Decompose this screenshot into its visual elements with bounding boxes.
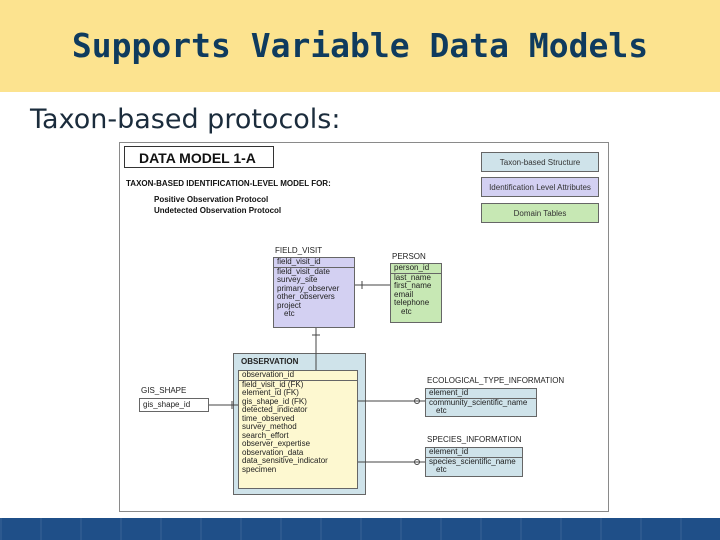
observation-name: OBSERVATION: [241, 357, 299, 366]
person-attr: first_name: [394, 281, 432, 290]
field-visit-attr: other_observers: [277, 292, 335, 301]
rel-observation-ecological-circle: [414, 398, 420, 404]
observation-attr: element_id (FK): [242, 388, 299, 397]
observation-table: observation_id field_visit_id (FK) eleme…: [238, 370, 358, 489]
observation-attr: specimen: [242, 464, 277, 474]
field-visit-attr: etc: [284, 309, 295, 318]
observation-attr: detected_indicator: [242, 405, 308, 414]
person-attr: telephone: [394, 298, 430, 307]
title-bar: [0, 0, 720, 92]
observation-attr: survey_method: [242, 422, 297, 431]
data-model-diagram: DATA MODEL 1-A TAXON-BASED IDENTIFICATIO…: [119, 142, 609, 512]
gis-shape-name: GIS_SHAPE: [141, 386, 187, 395]
species-attr: etc: [436, 465, 447, 474]
person-key: person_id: [391, 263, 441, 274]
field-visit-attr: survey_site: [277, 275, 318, 284]
protocol-undetected: Undetected Observation Protocol: [154, 206, 282, 215]
slide-title: Supports Variable Data Models: [71, 26, 649, 65]
legend-domain-tables: Domain Tables: [481, 203, 599, 223]
model-for-text: TAXON-BASED IDENTIFICATION-LEVEL MODEL F…: [126, 179, 331, 188]
observation-attr: search_effort: [242, 430, 289, 440]
field-visit-name: FIELD_VISIT: [275, 246, 323, 255]
person-table: person_id last_name first_name email tel…: [390, 263, 442, 323]
species-key: element_id: [426, 447, 522, 458]
observation-key: observation_id: [239, 370, 357, 381]
legend-identification-attributes: Identification Level Attributes: [481, 177, 599, 197]
footer-bar: [0, 518, 720, 540]
species-attr: species_scientific_name: [429, 456, 516, 466]
field-visit-table: field_visit_id field_visit_date survey_s…: [273, 257, 355, 328]
person-name: PERSON: [392, 252, 426, 261]
species-table: element_id species_scientific_name etc: [425, 447, 523, 477]
ecological-attr: community_scientific_name: [429, 397, 528, 407]
model-title: DATA MODEL 1-A: [124, 146, 274, 168]
protocol-positive: Positive Observation Protocol: [154, 195, 269, 204]
ecological-name: ECOLOGICAL_TYPE_INFORMATION: [427, 376, 565, 385]
gis-shape-key: gis_shape_id: [143, 400, 191, 409]
field-visit-key: field_visit_id: [274, 257, 354, 268]
observation-attr: data_sensitive_indicator: [242, 456, 328, 465]
observation-attr: observer_expertise: [242, 439, 311, 448]
field-visit-attr: project: [277, 300, 302, 310]
gis-shape-table: gis_shape_id: [139, 398, 209, 412]
field-visit-attr: primary_observer: [277, 283, 340, 293]
legend-taxon-structure: Taxon-based Structure: [481, 152, 599, 172]
observation-attr: time_observed: [242, 413, 295, 423]
slide-subtitle: Taxon-based protocols:: [30, 104, 341, 135]
ecological-table: element_id community_scientific_name etc: [425, 388, 537, 417]
person-attr: last_name: [394, 272, 431, 282]
observation-attr: field_visit_id (FK): [242, 379, 304, 389]
ecological-attr: etc: [436, 406, 447, 415]
person-attr: email: [394, 289, 414, 299]
rel-observation-species-circle: [414, 459, 420, 465]
person-attr: etc: [401, 306, 412, 316]
species-name: SPECIES_INFORMATION: [427, 435, 522, 444]
ecological-key: element_id: [426, 388, 536, 399]
relationship-lines: [209, 281, 425, 465]
observation-attr: gis_shape_id (FK): [242, 396, 307, 406]
field-visit-attr: field_visit_date: [277, 266, 330, 276]
observation-attr: observation_data: [242, 447, 304, 457]
